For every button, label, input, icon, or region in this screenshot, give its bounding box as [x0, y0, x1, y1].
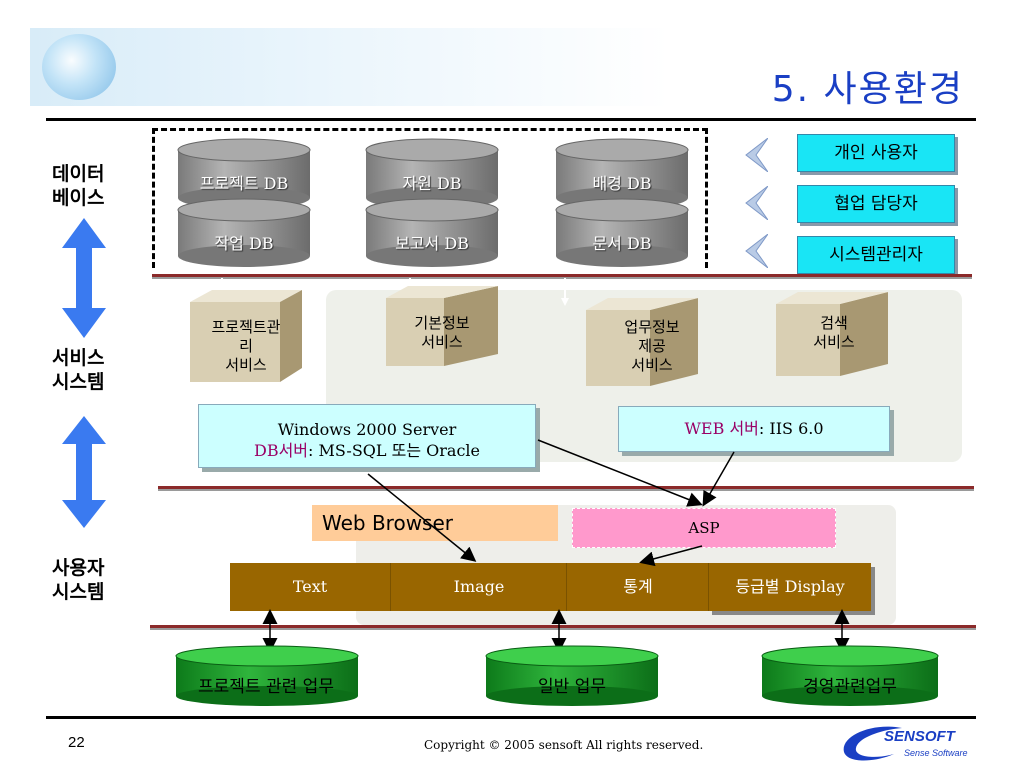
service-label-line: 기본정보 [414, 314, 470, 332]
web-server-value: : IIS 6.0 [758, 419, 824, 438]
service-label: 업무정보 제공 서비스 [596, 318, 708, 375]
side-label-line: 베이스 [52, 187, 105, 209]
business-label: 프로젝트 관련 업무 [198, 677, 334, 697]
db-cylinder-stack [555, 138, 689, 267]
section-separator [158, 486, 974, 489]
side-label-user: 사용자 시스템 [52, 556, 104, 604]
logo-text: SENSOFT [884, 728, 955, 745]
service-label-line: 검색 [820, 314, 848, 332]
web-browser-box: Web Browser [312, 505, 558, 541]
bar-cell: Text [230, 563, 390, 611]
service-label-line: 업무정보 [624, 318, 680, 336]
service-label-line: 서비스 [225, 356, 267, 374]
double-arrow-icon [62, 218, 106, 338]
db-label: 작업 DB [214, 234, 274, 253]
db-server-value: : MS-SQL 또는 Oracle [308, 441, 480, 460]
header-banner [30, 28, 670, 106]
service-cube [586, 298, 698, 386]
chevron-left-icon [745, 186, 768, 220]
asp-box: ASP [572, 508, 836, 548]
side-label-database: 데이터 베이스 [52, 162, 104, 210]
service-label: 검색 서비스 [778, 314, 890, 352]
db-server-box: Windows 2000 Server DB서버: MS-SQL 또는 Orac… [198, 404, 536, 468]
page-number: 22 [68, 734, 85, 751]
side-label-line: 데이터 [52, 163, 105, 185]
logo-tagline: Sense Software [904, 748, 968, 758]
service-label: 프로젝트관 리 서비스 [190, 318, 302, 375]
db-label: 문서 DB [592, 234, 652, 253]
service-cube [190, 290, 302, 382]
chevron-left-icon [745, 234, 768, 268]
db-label: 배경 DB [592, 174, 652, 193]
database-group-box [152, 128, 708, 268]
db-server-line: DB서버: MS-SQL 또는 Oracle [199, 440, 535, 461]
side-label-service: 서비스 시스템 [52, 346, 104, 394]
footer-rule [46, 716, 976, 719]
business-cylinder [485, 645, 659, 706]
service-cube [776, 292, 888, 376]
service-label-line: 리 [239, 337, 253, 355]
service-label-line: 서비스 [813, 333, 855, 351]
bar-cell: 통계 [566, 563, 709, 611]
copyright-text: Copyright © 2005 sensoft All rights rese… [424, 738, 704, 752]
bar-cell: 등급별 Display [708, 563, 871, 611]
bar-cell: Image [390, 563, 567, 611]
user-role-box: 협업 담당자 [797, 185, 955, 223]
db-server-label: DB서버 [253, 441, 309, 460]
slide-title: 5. 사용환경 [771, 69, 964, 110]
business-label: 일반 업무 [538, 677, 606, 697]
globe-icon [42, 34, 116, 100]
section-separator [152, 274, 972, 277]
side-label-line: 시스템 [52, 371, 105, 393]
server-os-text: Windows 2000 Server [277, 420, 457, 439]
db-label: 자원 DB [402, 174, 462, 193]
sensoft-logo-icon [843, 726, 902, 761]
db-cylinder-stack [177, 138, 311, 267]
db-cylinder-stack [365, 138, 499, 267]
business-cylinder [761, 645, 939, 706]
service-label-line: 프로젝트관 [211, 318, 281, 336]
business-cylinder [175, 645, 359, 706]
db-label: 보고서 DB [395, 234, 469, 253]
user-role-box: 시스템관리자 [797, 236, 955, 274]
web-server-label: WEB 서버 [684, 419, 759, 438]
header-rule [46, 118, 976, 121]
service-label-line: 제공 [638, 337, 666, 355]
user-role-box: 개인 사용자 [797, 134, 955, 172]
service-label: 기본정보 서비스 [386, 314, 498, 352]
double-arrow-icon [62, 416, 106, 528]
side-label-line: 사용자 [52, 557, 105, 579]
db-label: 프로젝트 DB [199, 174, 289, 193]
service-label-line: 서비스 [421, 333, 463, 351]
service-cube [386, 286, 498, 366]
side-label-line: 서비스 [52, 347, 105, 369]
web-server-box: WEB 서버: IIS 6.0 [618, 406, 890, 452]
business-label: 경영관련업무 [803, 677, 897, 697]
side-label-line: 시스템 [52, 581, 105, 603]
chevron-left-icon [745, 138, 768, 172]
service-label-line: 서비스 [631, 356, 673, 374]
